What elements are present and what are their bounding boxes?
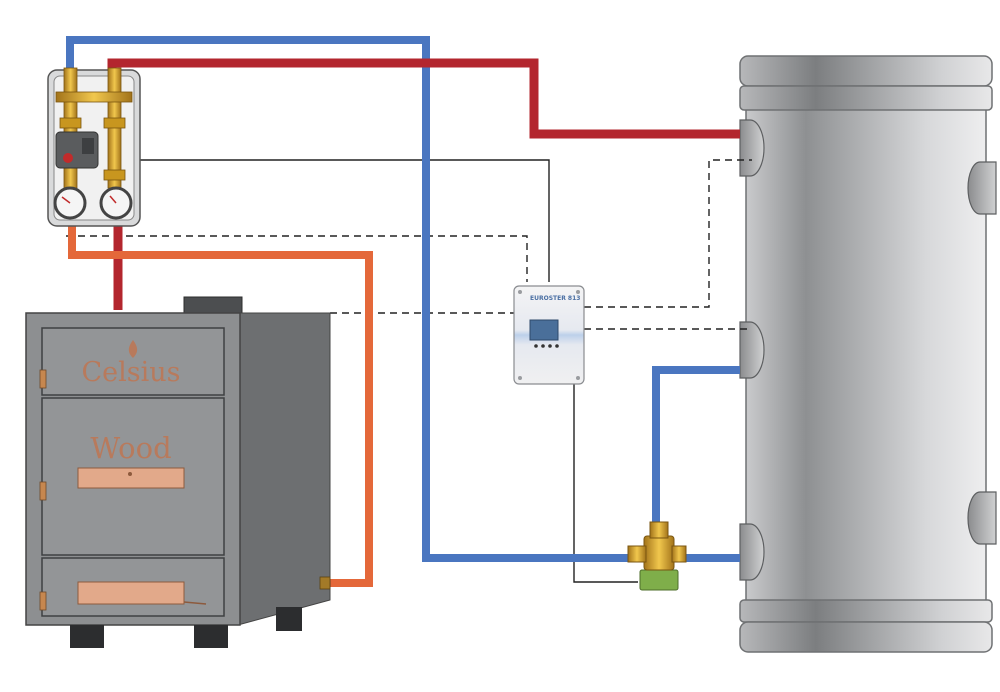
tank-bottom-cap bbox=[739, 621, 993, 653]
pipes bbox=[66, 36, 740, 587]
pump-station-crossbar bbox=[55, 91, 133, 103]
controller-screw-top-right bbox=[576, 290, 580, 294]
flame-logo-icon bbox=[128, 340, 138, 358]
pump-terminal-box bbox=[82, 138, 94, 154]
pump-station-nut-1 bbox=[59, 117, 82, 129]
buffer-tank bbox=[739, 55, 997, 653]
controller-button-3[interactable] bbox=[548, 344, 552, 348]
valve-body bbox=[643, 535, 675, 571]
hinge-2 bbox=[39, 481, 47, 501]
pump-power-wire bbox=[135, 159, 550, 282]
hinge-3 bbox=[39, 591, 47, 611]
lower-door-handle-line bbox=[183, 601, 207, 605]
tank-bottom-ring bbox=[739, 599, 993, 623]
tank-port-top-left bbox=[739, 119, 765, 177]
signal-wires bbox=[66, 159, 752, 583]
boiler-leg-front-right bbox=[194, 625, 228, 648]
thermometer-right-needle bbox=[109, 195, 117, 204]
controller-display bbox=[529, 319, 559, 341]
sensor-wire-tank-top bbox=[584, 159, 752, 308]
wood-boiler-icon: Celsius Wood bbox=[25, 296, 331, 648]
hinge-1 bbox=[39, 369, 47, 389]
cold-return-pipe-tank bbox=[652, 366, 740, 535]
boiler-leg-front-left bbox=[70, 625, 104, 648]
upper-door-handle[interactable] bbox=[77, 467, 185, 489]
controller-screw-top-left bbox=[518, 290, 522, 294]
tank-port-bottom-left bbox=[739, 523, 765, 581]
pump-station-nut-3 bbox=[103, 169, 126, 181]
three-way-valve-icon bbox=[627, 521, 687, 591]
boiler-leg-back-right bbox=[276, 607, 302, 631]
pump-group-icon bbox=[47, 67, 141, 227]
valve-port-right bbox=[671, 545, 687, 563]
controller-button-4[interactable] bbox=[555, 344, 559, 348]
pump-indicator-light bbox=[63, 153, 73, 163]
valve-port-top bbox=[649, 521, 669, 539]
boiler-brand: Celsius bbox=[81, 357, 180, 388]
controller-button-1[interactable] bbox=[534, 344, 538, 348]
cold-return-pipe-main bbox=[66, 36, 640, 562]
tank-top-ring bbox=[739, 85, 993, 111]
sensor-wire-pump-station bbox=[66, 235, 528, 282]
upper-door-handle-knob bbox=[128, 472, 132, 476]
tank-port-lower-right bbox=[967, 491, 997, 545]
valve-actuator bbox=[639, 569, 679, 591]
boiler-panel-top bbox=[41, 327, 225, 396]
lower-door-handle[interactable] bbox=[77, 581, 185, 605]
temperature-controller-icon: EUROSTER 813 bbox=[513, 285, 585, 385]
valve-port-left bbox=[627, 545, 647, 563]
thermometer-left-needle bbox=[61, 196, 71, 204]
controller-screw-bottom-left bbox=[518, 376, 522, 380]
controller-screw-bottom-right bbox=[576, 376, 580, 380]
boiler-return-connector bbox=[319, 576, 331, 590]
tank-top-cap bbox=[739, 55, 993, 87]
boiler-flue bbox=[183, 296, 243, 314]
tank-body bbox=[745, 57, 987, 651]
boiler-side bbox=[237, 312, 331, 626]
tank-port-upper-right bbox=[967, 161, 997, 215]
controller-label: EUROSTER 813 bbox=[530, 295, 580, 302]
tank-port-mid-left bbox=[739, 321, 765, 379]
boiler-fuel-type: Wood bbox=[90, 431, 171, 465]
controller-button-2[interactable] bbox=[541, 344, 545, 348]
pump-station-nut-2 bbox=[103, 117, 126, 129]
valve-control-wire bbox=[573, 383, 638, 583]
boiler-return-pipe bbox=[68, 225, 373, 587]
